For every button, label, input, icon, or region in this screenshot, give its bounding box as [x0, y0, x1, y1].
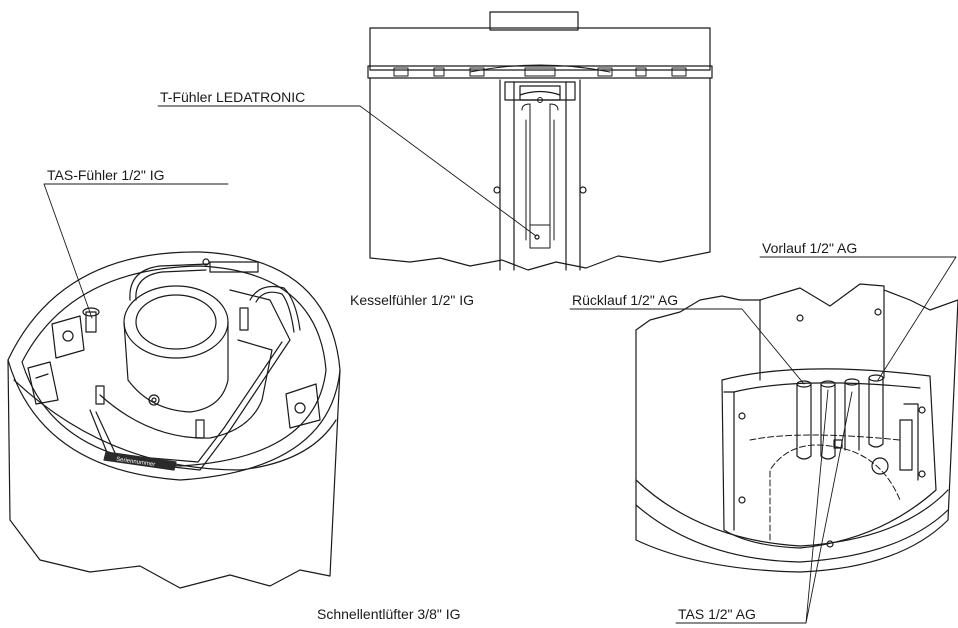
channel-pipes — [521, 103, 559, 249]
flue-collar-inner — [135, 294, 217, 350]
pipe-coupling — [209, 261, 259, 273]
lug-right — [285, 383, 321, 429]
label-tas-ag: TAS 1/2" AG — [678, 606, 756, 622]
leader-vorlauf — [759, 256, 957, 381]
top-view — [367, 11, 713, 271]
fittings — [82, 258, 249, 439]
body-outline — [369, 77, 711, 271]
leader-tas-ag — [675, 389, 853, 624]
serial-plate-text: Seriennummer — [116, 457, 156, 468]
leader-t-fuehler — [157, 105, 537, 237]
cutout — [721, 368, 937, 549]
rim-clamps — [393, 64, 687, 77]
label-schnellentluefter: Schnellentlüfter 3/8" IG — [317, 606, 461, 622]
jagged-top — [635, 295, 761, 331]
top-pipes — [129, 263, 301, 333]
label-vorlauf: Vorlauf 1/2" AG — [762, 240, 858, 256]
lid — [369, 27, 711, 71]
screw — [579, 186, 587, 194]
channel-bracket — [519, 85, 561, 101]
label-kesselfuehler: Kesselfühler 1/2" IG — [350, 292, 475, 308]
base-band — [635, 479, 949, 563]
pipes — [796, 374, 884, 460]
label-tas-fuehler: TAS-Fühler 1/2" IG — [47, 167, 165, 183]
serial-plate: Seriennummer — [103, 451, 177, 471]
leader-lines — [43, 105, 957, 624]
outer-cylinder — [635, 299, 958, 573]
left-view: Seriennummer — [7, 251, 341, 589]
lid-rim — [367, 65, 713, 79]
screw — [493, 186, 501, 194]
flue-body — [123, 321, 229, 413]
burner-tray — [89, 289, 291, 471]
top-cap — [489, 11, 579, 31]
inner-rim — [21, 265, 327, 467]
channel-top — [504, 81, 576, 101]
sensor-point — [534, 234, 540, 240]
inner-frame — [749, 434, 901, 541]
back-plate — [759, 283, 885, 381]
flue-base — [99, 339, 273, 439]
flue-collar-outer — [123, 285, 229, 359]
lug-left — [51, 315, 85, 359]
label-t-fuehler-ledatronic: T-Fühler LEDATRONIC — [160, 89, 306, 105]
right-view — [635, 283, 958, 573]
cylinder-body — [7, 359, 341, 589]
leader-ruecklauf — [569, 308, 805, 385]
label-ruecklauf: Rücklauf 1/2" AG — [572, 292, 679, 308]
center-channel — [499, 79, 581, 271]
cylinder-lip — [13, 379, 337, 471]
leader-tas-fuehler — [43, 183, 229, 319]
